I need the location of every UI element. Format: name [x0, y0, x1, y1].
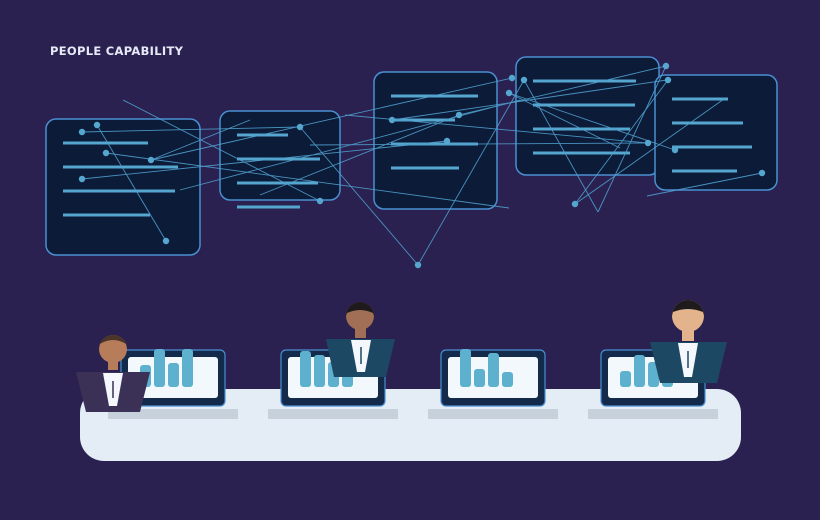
desk	[80, 389, 741, 461]
monitor	[440, 349, 546, 407]
info-panel	[373, 71, 498, 210]
page-title: PEOPLE CAPABILITY	[50, 44, 184, 58]
info-panel	[654, 74, 778, 191]
connector-nodes	[78, 62, 766, 269]
person-at-desk	[326, 302, 395, 377]
info-panel	[45, 118, 201, 256]
monitor	[120, 349, 226, 407]
info-panel	[219, 110, 341, 209]
info-panel	[515, 56, 660, 176]
person-at-desk	[76, 335, 150, 412]
person-at-desk	[650, 300, 727, 383]
connector-network	[81, 65, 763, 266]
data-bar-chart-icon	[460, 349, 513, 387]
